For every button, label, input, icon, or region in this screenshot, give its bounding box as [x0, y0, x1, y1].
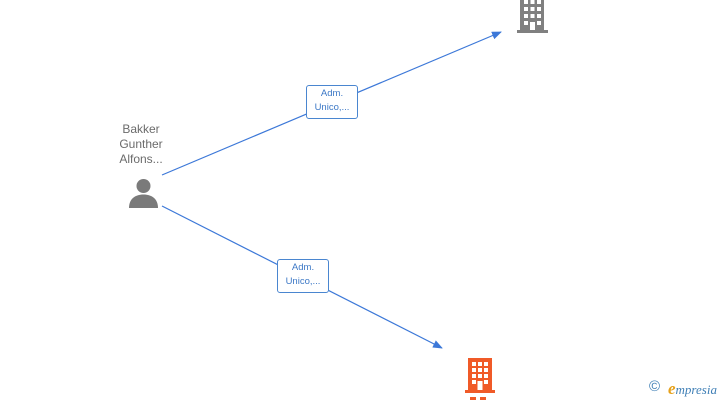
relation-label[interactable]: Adm. Unico,... [306, 85, 358, 119]
relation-label[interactable]: Adm. Unico,... [277, 259, 329, 293]
person-name-line-2: Gunther [119, 137, 163, 151]
copyright-icon: © [649, 378, 661, 395]
brand-logo-text: mpresia [675, 382, 717, 397]
brand-logo-initial: e [668, 379, 676, 398]
relation-label-line-2: Unico,... [285, 276, 321, 287]
brand-logo[interactable]: empresia [668, 379, 717, 399]
relation-label-line-1: Adm. [320, 88, 344, 99]
person-name-line-3: Alfons... [119, 152, 163, 166]
building-icon[interactable] [462, 356, 498, 400]
person-name[interactable]: Bakker Gunther Alfons... [106, 122, 176, 167]
person-name-line-1: Bakker [122, 122, 160, 136]
building-icon[interactable] [514, 0, 551, 34]
person-icon[interactable] [127, 177, 160, 209]
relation-label-line-1: Adm. [291, 262, 315, 273]
relation-label-line-2: Unico,... [314, 102, 350, 113]
